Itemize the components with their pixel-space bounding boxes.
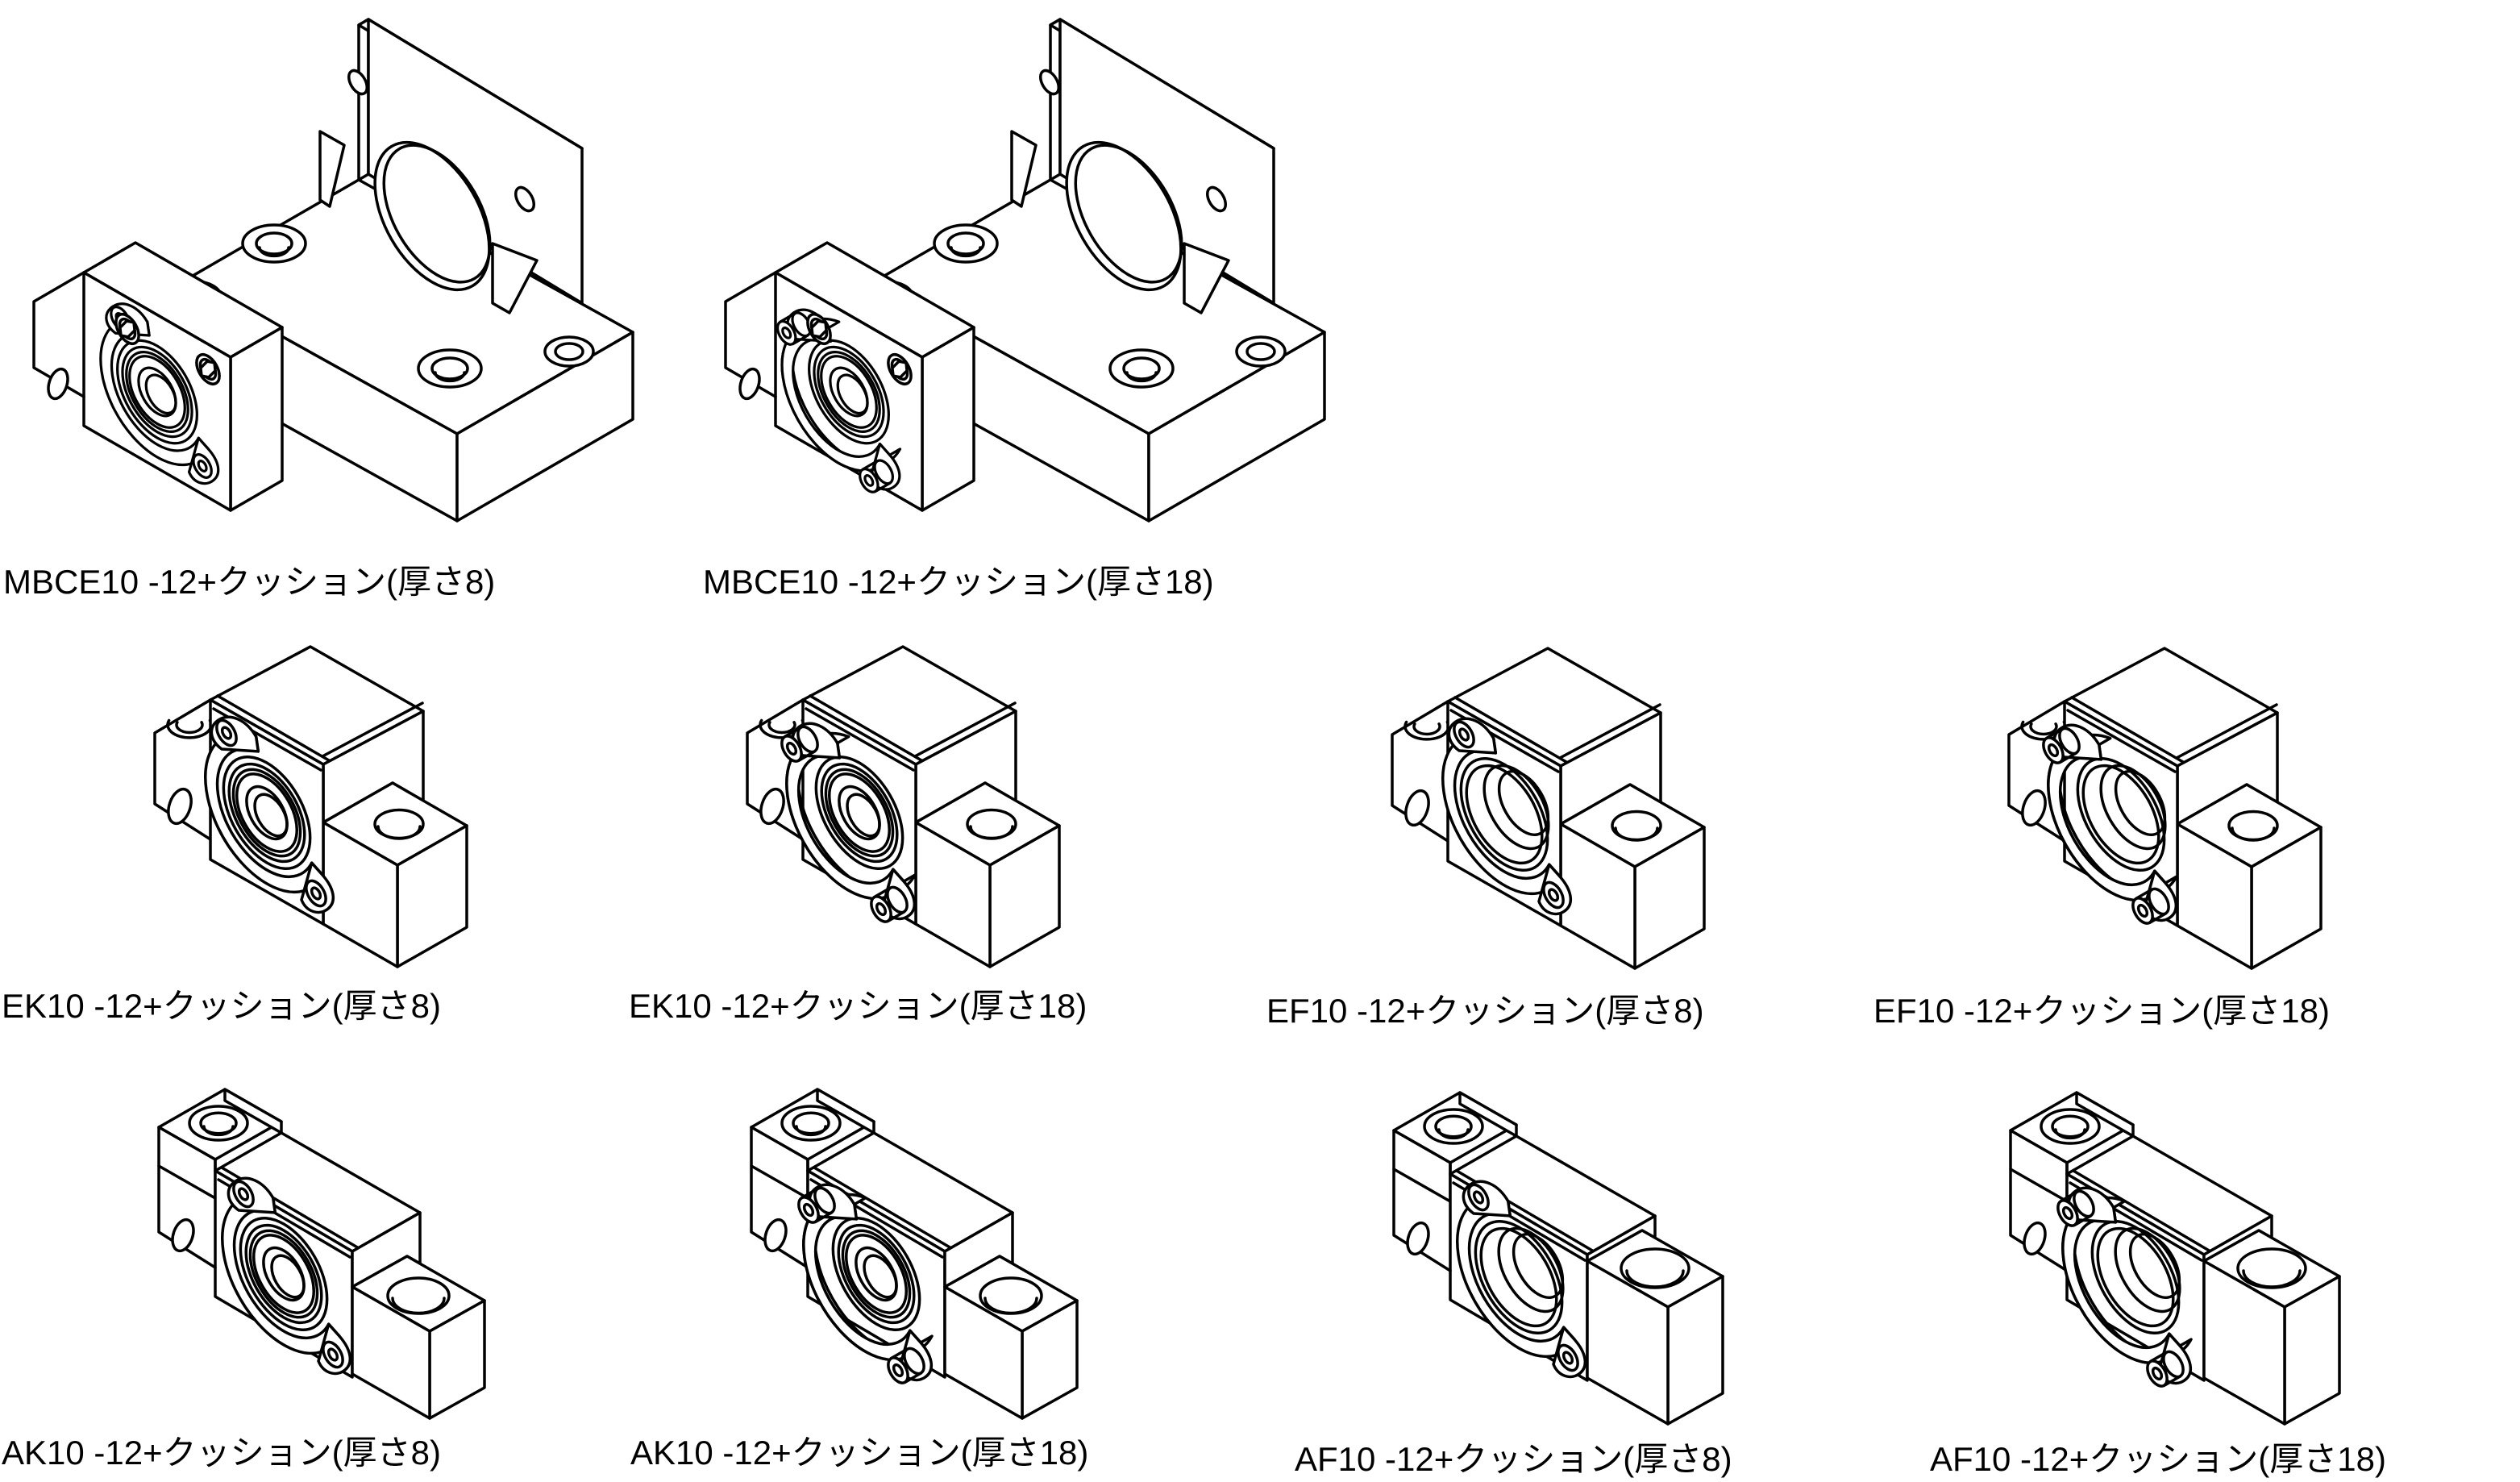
- mbce10-cushion8-drawing: [32, 18, 634, 522]
- figure-ef10-cushion18: [1951, 622, 2354, 985]
- figure-label: AF10 -12+クッション(厚さ8): [1295, 1440, 1732, 1478]
- af10-cushion18-drawing: [2009, 1091, 2341, 1426]
- figure-label: EK10 -12+クッション(厚さ18): [629, 987, 1087, 1025]
- figure-label: AF10 -12+クッション(厚さ18): [1930, 1440, 2386, 1478]
- figure-mbce10-cushion18: [698, 6, 1343, 531]
- mbce10-cushion18-drawing: [724, 18, 1326, 522]
- figure-ak10-cushion8: [95, 1063, 506, 1434]
- figure-label: AK10 -12+クッション(厚さ8): [2, 1434, 441, 1472]
- figure-label: MBCE10 -12+クッション(厚さ18): [703, 563, 1214, 601]
- figure-af10-cushion18: [1947, 1066, 2358, 1437]
- figure-ek10-cushion8: [97, 621, 500, 984]
- ak10-cushion8-drawing: [157, 1088, 486, 1420]
- figure-label: AK10 -12+クッション(厚さ18): [630, 1434, 1089, 1472]
- figure-label: EF10 -12+クッション(厚さ18): [1873, 992, 2330, 1030]
- figure-mbce10-cushion8: [6, 6, 651, 531]
- ef10-cushion8-drawing: [1391, 647, 1706, 970]
- ef10-cushion18-drawing: [2007, 647, 2322, 970]
- figure-label: MBCE10 -12+クッション(厚さ8): [3, 563, 496, 601]
- ak10-cushion18-drawing: [750, 1088, 1079, 1420]
- figure-ek10-cushion18: [689, 621, 1092, 984]
- af10-cushion8-drawing: [1392, 1091, 1724, 1426]
- ek10-cushion18-drawing: [746, 645, 1061, 968]
- figure-label: EK10 -12+クッション(厚さ8): [2, 987, 441, 1025]
- ek10-cushion8-drawing: [153, 645, 468, 968]
- figure-ak10-cushion18: [688, 1063, 1099, 1434]
- figure-label: EF10 -12+クッション(厚さ8): [1266, 992, 1704, 1030]
- figure-af10-cushion8: [1330, 1066, 1741, 1437]
- figure-ef10-cushion8: [1334, 622, 1737, 985]
